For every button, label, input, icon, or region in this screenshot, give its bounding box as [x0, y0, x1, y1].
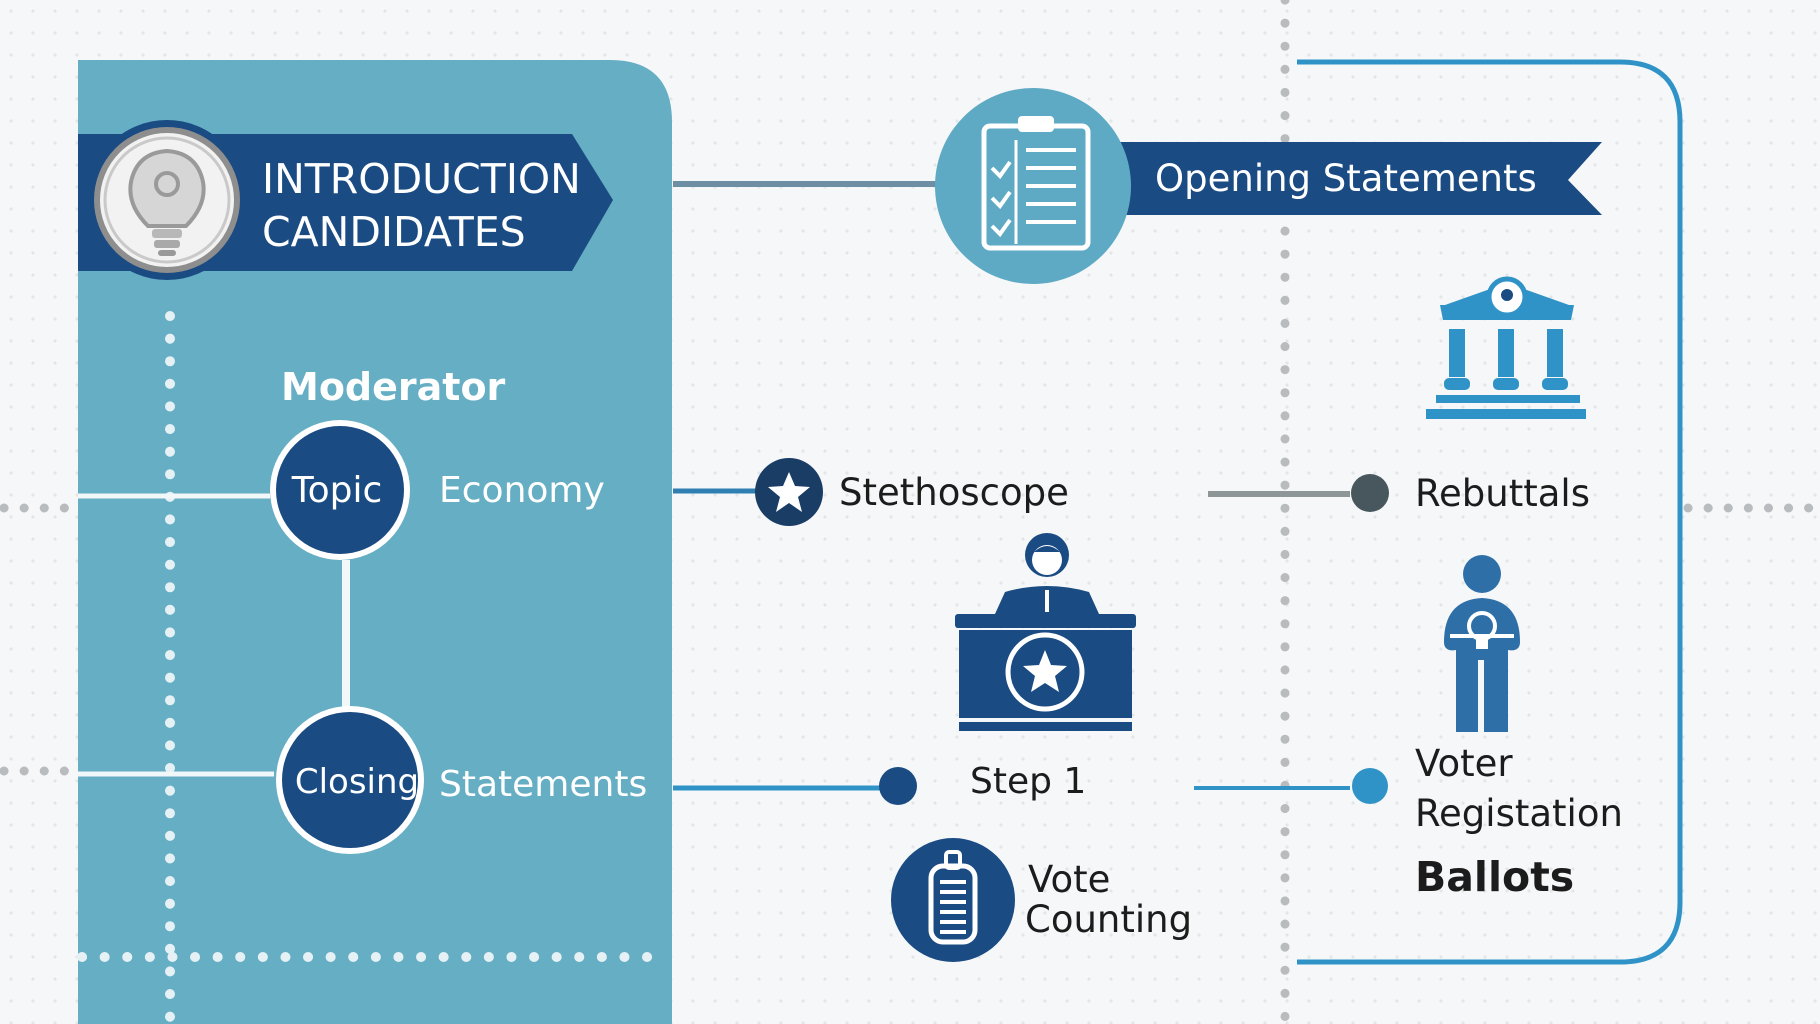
banner-title-line1: INTRODUCTION [262, 155, 581, 203]
vote-counting-line1: Vote [1028, 858, 1110, 901]
topic-node-label: Topic [291, 470, 383, 511]
step-dot [879, 767, 917, 805]
right-bracket-frame [1297, 59, 1683, 965]
moderator-label: Moderator [281, 365, 506, 409]
opening-statements-label: Opening Statements [1155, 157, 1537, 200]
stethoscope-label: Stethoscope [839, 471, 1069, 514]
voter-registration-line1: Voter [1415, 742, 1513, 785]
clipboard-checklist-icon [935, 88, 1131, 284]
rebuttals-label: Rebuttals [1415, 472, 1590, 515]
government-building-icon [1426, 276, 1586, 419]
closing-value: Statements [439, 764, 647, 805]
ballot-box-icon [891, 838, 1015, 962]
lightbulb-icon [87, 120, 247, 280]
voter-registration-line2: Registation [1415, 792, 1623, 835]
voter-dot [1352, 768, 1388, 804]
topic-node [270, 420, 410, 560]
person-voter-icon [1444, 555, 1520, 732]
opening-statements-banner [1115, 142, 1602, 215]
rebuttals-dot [1351, 474, 1389, 512]
star-icon [755, 458, 823, 526]
podium-speaker-icon [955, 533, 1136, 731]
topic-value: Economy [439, 470, 605, 511]
closing-node-label: Closing [295, 762, 419, 802]
closing-node [276, 706, 424, 854]
step-label: Step 1 [970, 761, 1086, 802]
vote-counting-line2: Counting [1025, 898, 1192, 941]
banner-title-line2: CANDIDATES [262, 208, 526, 256]
ballots-label: Ballots [1415, 853, 1574, 901]
